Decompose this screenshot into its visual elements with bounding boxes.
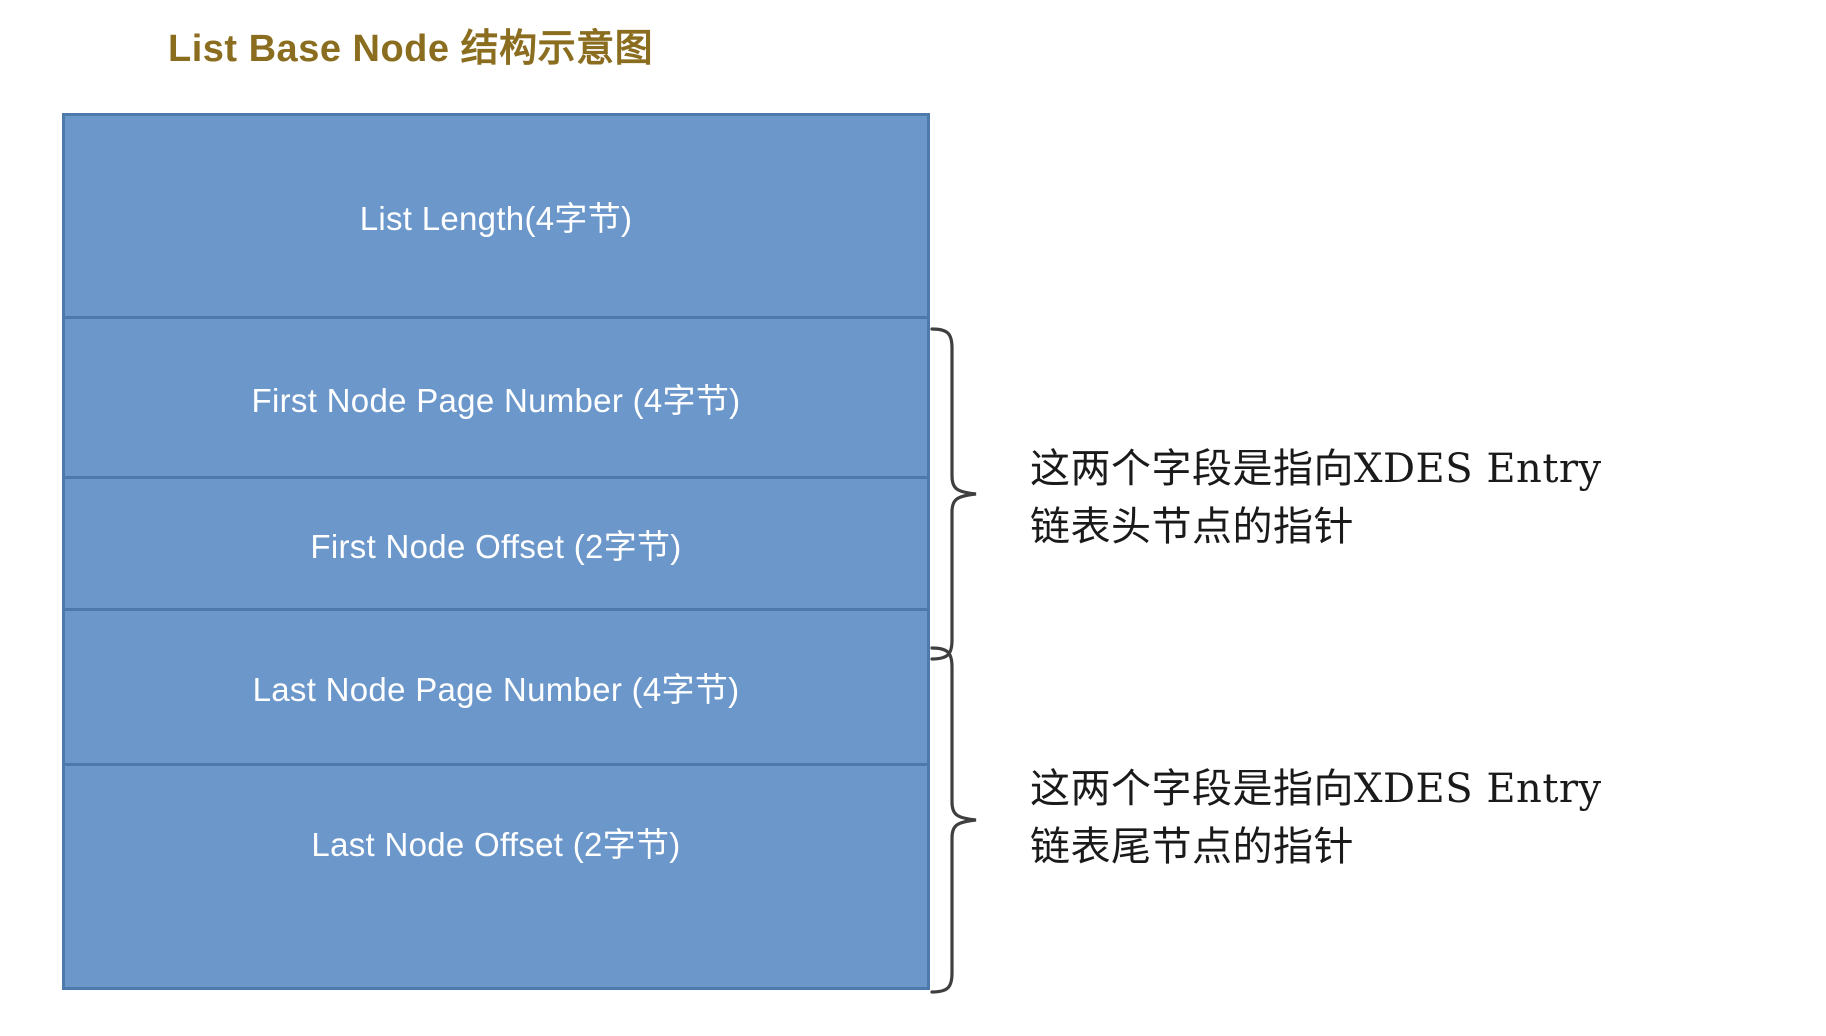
field-row: First Node Offset (2字节) [65,476,927,608]
list-base-node-structure-box: List Length(4字节) First Node Page Number … [62,113,930,990]
field-row: First Node Page Number (4字节) [65,316,927,476]
brace-head-pointer-icon [930,326,990,662]
annotation-head-pointer: 这两个字段是指向XDES Entry 链表头节点的指针 [1030,446,1602,550]
field-row: Last Node Page Number (4字节) [65,608,927,763]
brace-tail-pointer-icon [930,645,990,995]
annotation-tail-pointer: 这两个字段是指向XDES Entry 链表尾节点的指针 [1030,766,1602,870]
page-title: List Base Node 结构示意图 [168,28,654,70]
field-row: Last Node Offset (2字节) [65,763,927,918]
field-row: List Length(4字节) [65,116,927,316]
